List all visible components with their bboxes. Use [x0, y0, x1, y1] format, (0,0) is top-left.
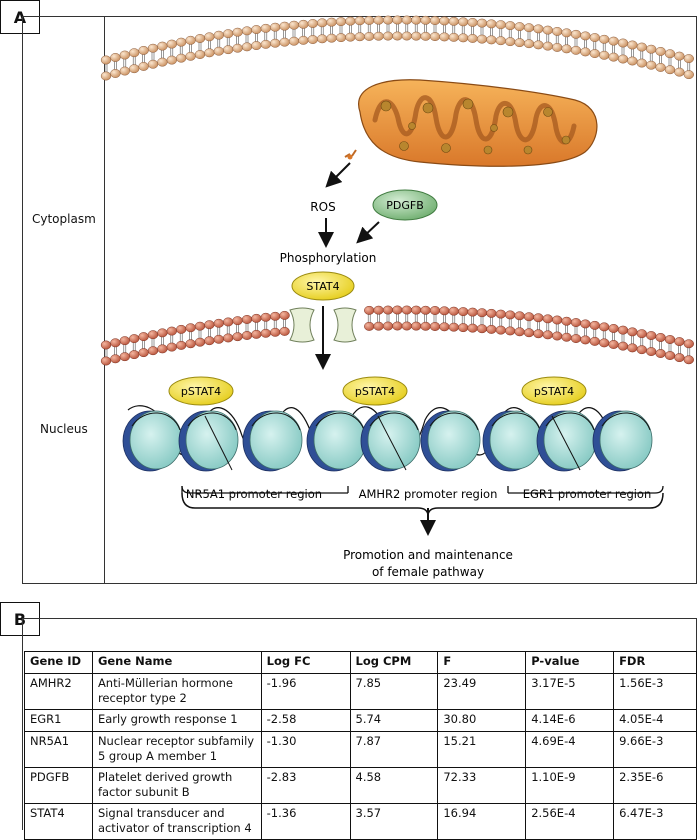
promoter-label-amhr2: AMHR2 promoter region	[359, 487, 498, 501]
fdr-cell: 2.35E-6	[613, 767, 697, 804]
stat4-pathway-diagram: ROS PDGFB Phosphorylation STAT4 pSTAT4 p…	[100, 15, 694, 579]
nuclear-membrane	[100, 305, 694, 366]
column-header: Gene Name	[91, 651, 262, 674]
panel-a-label: A	[0, 0, 40, 34]
fdr-cell: 1.56E-3	[613, 673, 697, 710]
pdgfb-to-phosphorylation-arrow	[356, 221, 380, 244]
outcome-label-line1: Promotion and maintenance	[343, 548, 513, 562]
chromatin	[122, 405, 653, 472]
panel-b-label: B	[0, 602, 40, 636]
logcpm-cell: 5.74	[349, 709, 439, 732]
f-cell: 23.49	[437, 673, 527, 710]
column-header: P-value	[525, 651, 615, 674]
gene-id-cell: STAT4	[24, 803, 93, 840]
outcome-label-line2: of female pathway	[372, 565, 484, 579]
gene-id-cell: PDGFB	[24, 767, 93, 804]
logfc-cell: -2.58	[260, 709, 351, 732]
pvalue-cell: 1.10E-9	[525, 767, 615, 804]
cytoplasm-label: Cytoplasm	[32, 212, 96, 226]
gene-name-cell: Early growth response 1	[91, 709, 262, 732]
gene-id-cell: NR5A1	[24, 731, 93, 768]
fdr-cell: 4.05E-4	[613, 709, 697, 732]
f-cell: 15.21	[437, 731, 527, 768]
promoter-brace	[181, 492, 664, 517]
pstat4-node: pSTAT4	[521, 376, 587, 406]
logcpm-cell: 4.58	[349, 767, 439, 804]
column-header: Gene ID	[24, 651, 93, 674]
gene-id-cell: EGR1	[24, 709, 93, 732]
compartment-divider	[104, 16, 105, 584]
column-header: Log CPM	[349, 651, 439, 674]
promoter-label-egr1: EGR1 promoter region	[523, 487, 652, 501]
promoter-label-nr5a1: NR5A1 promoter region	[186, 487, 322, 501]
pvalue-cell: 2.56E-4	[525, 803, 615, 840]
nuclear-pore-icon	[289, 307, 357, 343]
column-header: F	[437, 651, 527, 674]
column-header: Log FC	[260, 651, 351, 674]
column-header: FDR	[613, 651, 697, 674]
pvalue-cell: 4.69E-4	[525, 731, 615, 768]
pvalue-cell: 3.17E-5	[525, 673, 615, 710]
stat4-label: STAT4	[306, 280, 339, 293]
mito-to-ros-arrow	[325, 162, 351, 188]
fdr-cell: 9.66E-3	[613, 731, 697, 768]
pstat4-node: pSTAT4	[168, 376, 234, 406]
pdgfb-node	[372, 189, 438, 221]
logcpm-cell: 7.85	[349, 673, 439, 710]
pvalue-cell: 4.14E-6	[525, 709, 615, 732]
pstat4-node: pSTAT4	[342, 376, 408, 406]
logcpm-cell: 7.87	[349, 731, 439, 768]
gene-expression-table: Gene ID Gene Name Log FC Log CPM F P-val…	[24, 651, 697, 840]
logfc-cell: -2.83	[260, 767, 351, 804]
nucleus-label: Nucleus	[40, 422, 88, 436]
gene-id-cell: AMHR2	[24, 673, 93, 710]
ros-label: ROS	[310, 200, 335, 214]
f-cell: 30.80	[437, 709, 527, 732]
table-row: EGR1 Early growth response 1 -2.58 5.74 …	[24, 709, 697, 732]
cell-membrane	[100, 15, 694, 81]
logfc-cell: -1.30	[260, 731, 351, 768]
pdgfb-label: PDGFB	[386, 199, 424, 212]
fdr-cell: 6.47E-3	[613, 803, 697, 840]
svg-text:pSTAT4: pSTAT4	[181, 385, 221, 398]
mitochondrion-icon	[344, 79, 598, 167]
table-header-row: Gene ID Gene Name Log FC Log CPM F P-val…	[24, 651, 697, 674]
svg-text:pSTAT4: pSTAT4	[534, 385, 574, 398]
logfc-cell: -1.96	[260, 673, 351, 710]
phosphorylation-label: Phosphorylation	[280, 251, 377, 265]
logfc-cell: -1.36	[260, 803, 351, 840]
stat4-node	[291, 271, 355, 301]
logcpm-cell: 3.57	[349, 803, 439, 840]
f-cell: 16.94	[437, 803, 527, 840]
svg-text:pSTAT4: pSTAT4	[355, 385, 395, 398]
f-cell: 72.33	[437, 767, 527, 804]
